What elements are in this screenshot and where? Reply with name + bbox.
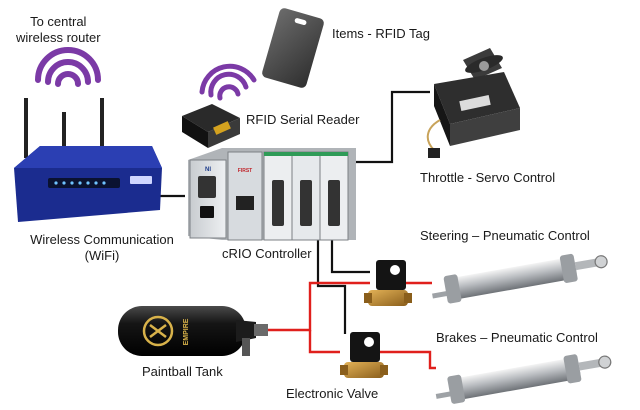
steering-valve-icon [364,260,412,306]
air-branch-lower [308,330,340,354]
wifi-icon [35,47,101,87]
crio-label: cRIO Controller [222,246,312,261]
rfid-wifi-icon [199,63,257,101]
wire-crio-brakes-valve [316,240,347,334]
wire-crio-steering-valve [330,240,370,274]
air-valve-to-brakes [380,350,436,370]
signal-wires [160,90,430,334]
wireless-label-line1: Wireless Communication [30,232,174,247]
crio-controller-icon [188,148,356,241]
wireless-label: Wireless Communication (WiFi) [14,232,190,264]
router-label: To central wireless router [16,14,101,46]
rfid-tag-label: Items - RFID Tag [332,26,431,41]
router-label-line2: wireless router [16,30,101,45]
ni-logo-text: NI [205,167,211,173]
brakes-valve-icon [340,332,388,378]
throttle-label: Throttle - Servo Control [420,170,556,185]
tank-label: Paintball Tank [142,364,223,379]
router-label-line1: To central [30,14,87,29]
rfid-reader-label: RFID Serial Reader [246,112,360,127]
air-lines [268,281,436,370]
wireless-label-line2: (WiFi) [84,248,120,263]
tank-brand-text: EMPIRE [183,318,190,345]
valve-label: Electronic Valve [286,386,379,401]
brakes-cylinder-icon [435,354,612,404]
paintball-tank-icon [118,306,268,356]
steering-label: Steering – Pneumatic Control [420,228,590,243]
wire-crio-servo [352,90,430,164]
wireless-router-icon [14,98,162,222]
servo-icon [426,48,520,158]
air-tank-to-valves [268,281,370,332]
first-logo-text: FIRST [238,168,252,174]
rfid-tag-icon [262,8,324,88]
steering-cylinder-icon [432,253,608,304]
brakes-label: Brakes – Pneumatic Control [436,330,598,345]
rfid-reader-icon [182,104,240,148]
